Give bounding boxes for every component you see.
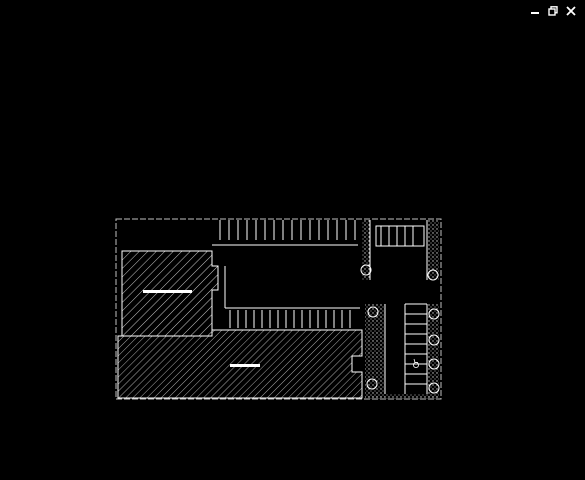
parking-stalls-middle [229, 310, 351, 328]
parking-stalls-top [219, 220, 356, 240]
building-b [117, 329, 363, 399]
site-boundary [115, 218, 442, 400]
building-b-label-bar [230, 364, 260, 367]
drawing-viewport[interactable] [0, 24, 585, 480]
tree-symbol [427, 269, 439, 281]
restore-icon [548, 6, 558, 16]
tree-symbol [428, 358, 440, 370]
parking-strip-right [365, 303, 440, 399]
tree-symbol [367, 306, 379, 318]
close-button[interactable] [565, 5, 577, 17]
site-plan-drawing [115, 218, 442, 400]
tree-symbol [428, 308, 440, 320]
tree-symbol [428, 334, 440, 346]
tree-symbol [366, 378, 378, 390]
drive-aisle [212, 244, 360, 309]
building-a-label-bar [143, 290, 192, 293]
tree-symbol [360, 264, 372, 276]
minimize-icon [531, 12, 539, 14]
wheelchair-icon [412, 358, 419, 368]
minimize-button[interactable] [529, 5, 541, 17]
building-a [121, 250, 219, 337]
restore-button[interactable] [547, 5, 559, 17]
window-controls [529, 5, 577, 17]
tree-symbol [428, 382, 440, 394]
parking-island-top-right [360, 220, 439, 281]
close-icon [566, 6, 576, 16]
